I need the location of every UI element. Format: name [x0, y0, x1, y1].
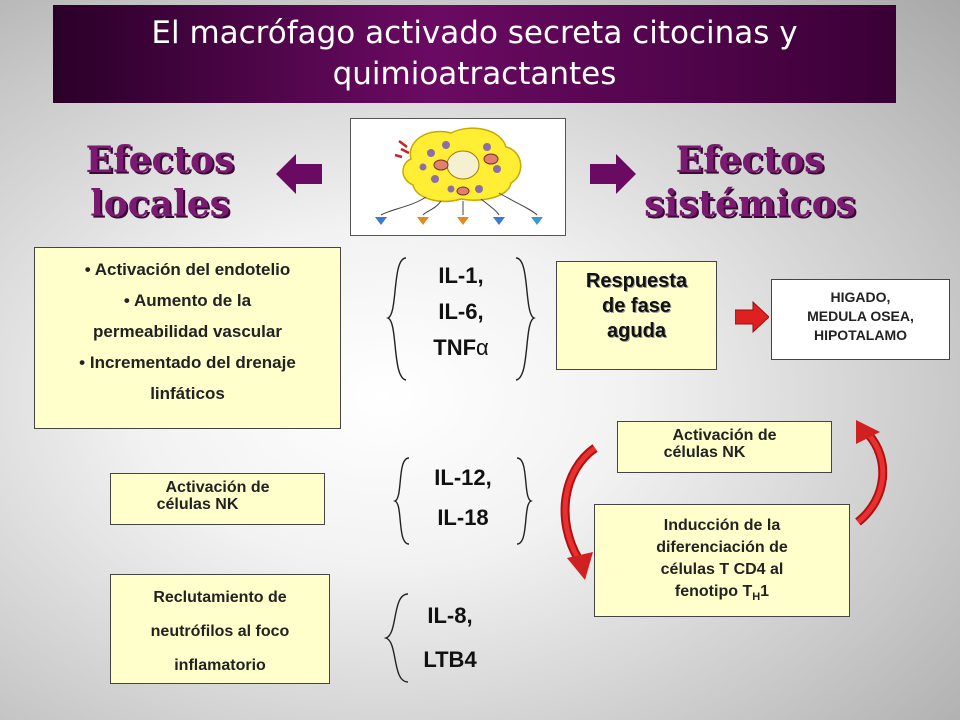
nk-right-line1: Activación de [672, 427, 777, 444]
title-banner: El macrófago activado secreta citocinas … [53, 5, 896, 103]
cytokines-group-1: IL-1, IL-6, TNFα [406, 258, 516, 366]
th1-induction-box: Inducción de la diferenciación de célula… [594, 504, 850, 617]
local-effect-item-3: • Incrementado del drenaje [79, 353, 296, 372]
macrophage-picture [350, 118, 566, 236]
cytokine-tnf: TNFα [433, 335, 489, 360]
cytokines-group-2: IL-12, IL-18 [403, 458, 523, 538]
organs-box: HIGADO, MEDULA OSEA, HIPOTALAMO [771, 279, 950, 360]
heading-systemic-line2: sistémicos [644, 183, 856, 225]
macrophage-cell-icon [375, 127, 543, 225]
th1-line3: células T CD4 al [660, 561, 784, 578]
title-line-1: El macrófago activado secreta citocinas … [151, 15, 798, 51]
local-effects-box: • Activación del endotelio • Aumento de … [34, 247, 341, 429]
cytokines-group-3: IL-8, LTB4 [400, 594, 500, 682]
cytokine-il1: IL-1, [438, 263, 484, 288]
local-effect-item-2: • Aumento de la [123, 291, 252, 310]
organ-liver: HIGADO, [830, 289, 891, 305]
organ-marrow: MEDULA OSEA, [807, 308, 914, 324]
heading-local-line1: Efectos [85, 139, 235, 181]
acute-phase-line2: de fase [602, 295, 671, 317]
cytokine-il12: IL-12, [434, 465, 492, 490]
heading-systemic-line1: Efectos [675, 139, 825, 181]
acute-phase-line1: Respuesta [585, 270, 688, 292]
local-effect-item-2-cont: permeabilidad vascular [93, 322, 282, 341]
brace-group-1 [386, 257, 536, 381]
neutrophil-recruitment-box: Reclutamiento de neutrófilos al foco inf… [110, 574, 330, 684]
nk-right-line2: células NK [663, 444, 746, 461]
th1-line1: Inducción de la [663, 517, 781, 534]
th1-line4: fenotipo TH1 [674, 583, 770, 604]
heading-systemic-effects: Efectos sistémicos [640, 138, 860, 226]
local-effect-item-3-cont: linfáticos [150, 384, 225, 403]
recruitment-line3: inflamatorio [174, 657, 266, 674]
nk-activation-right-box: Activación de células NK [617, 421, 832, 473]
red-arrow-icon [735, 300, 769, 334]
acute-phase-box: Respuesta de fase aguda [556, 261, 717, 370]
cytokine-ltb4: LTB4 [423, 647, 477, 672]
cytokine-il8: IL-8, [427, 603, 473, 628]
nk-activation-left-box: Activación de células NK [110, 473, 325, 525]
heading-local-line2: locales [90, 183, 230, 225]
curved-arrow-left-icon [560, 444, 598, 580]
local-effect-item-1: • Activación del endotelio [84, 260, 291, 279]
recruitment-line2: neutrófilos al foco [150, 623, 290, 640]
cytokine-il18: IL-18 [437, 505, 489, 530]
brace-group-2 [393, 457, 533, 545]
heading-local-effects: Efectos locales [70, 138, 250, 226]
brace-group-3 [384, 593, 409, 683]
title-line-2: quimioatractantes [332, 56, 617, 92]
nk-left-line1: Activación de [165, 479, 270, 496]
organ-hypothalamus: HIPOTALAMO [813, 327, 908, 343]
cytokine-il6: IL-6, [438, 299, 484, 324]
nk-left-line2: células NK [156, 496, 239, 513]
recruitment-line1: Reclutamiento de [153, 589, 287, 606]
arrow-right-icon [590, 154, 636, 194]
acute-phase-line3: aguda [607, 320, 666, 342]
curved-arrow-right-icon [855, 420, 888, 526]
th1-line2: diferenciación de [656, 539, 788, 556]
arrow-left-icon [276, 154, 322, 194]
